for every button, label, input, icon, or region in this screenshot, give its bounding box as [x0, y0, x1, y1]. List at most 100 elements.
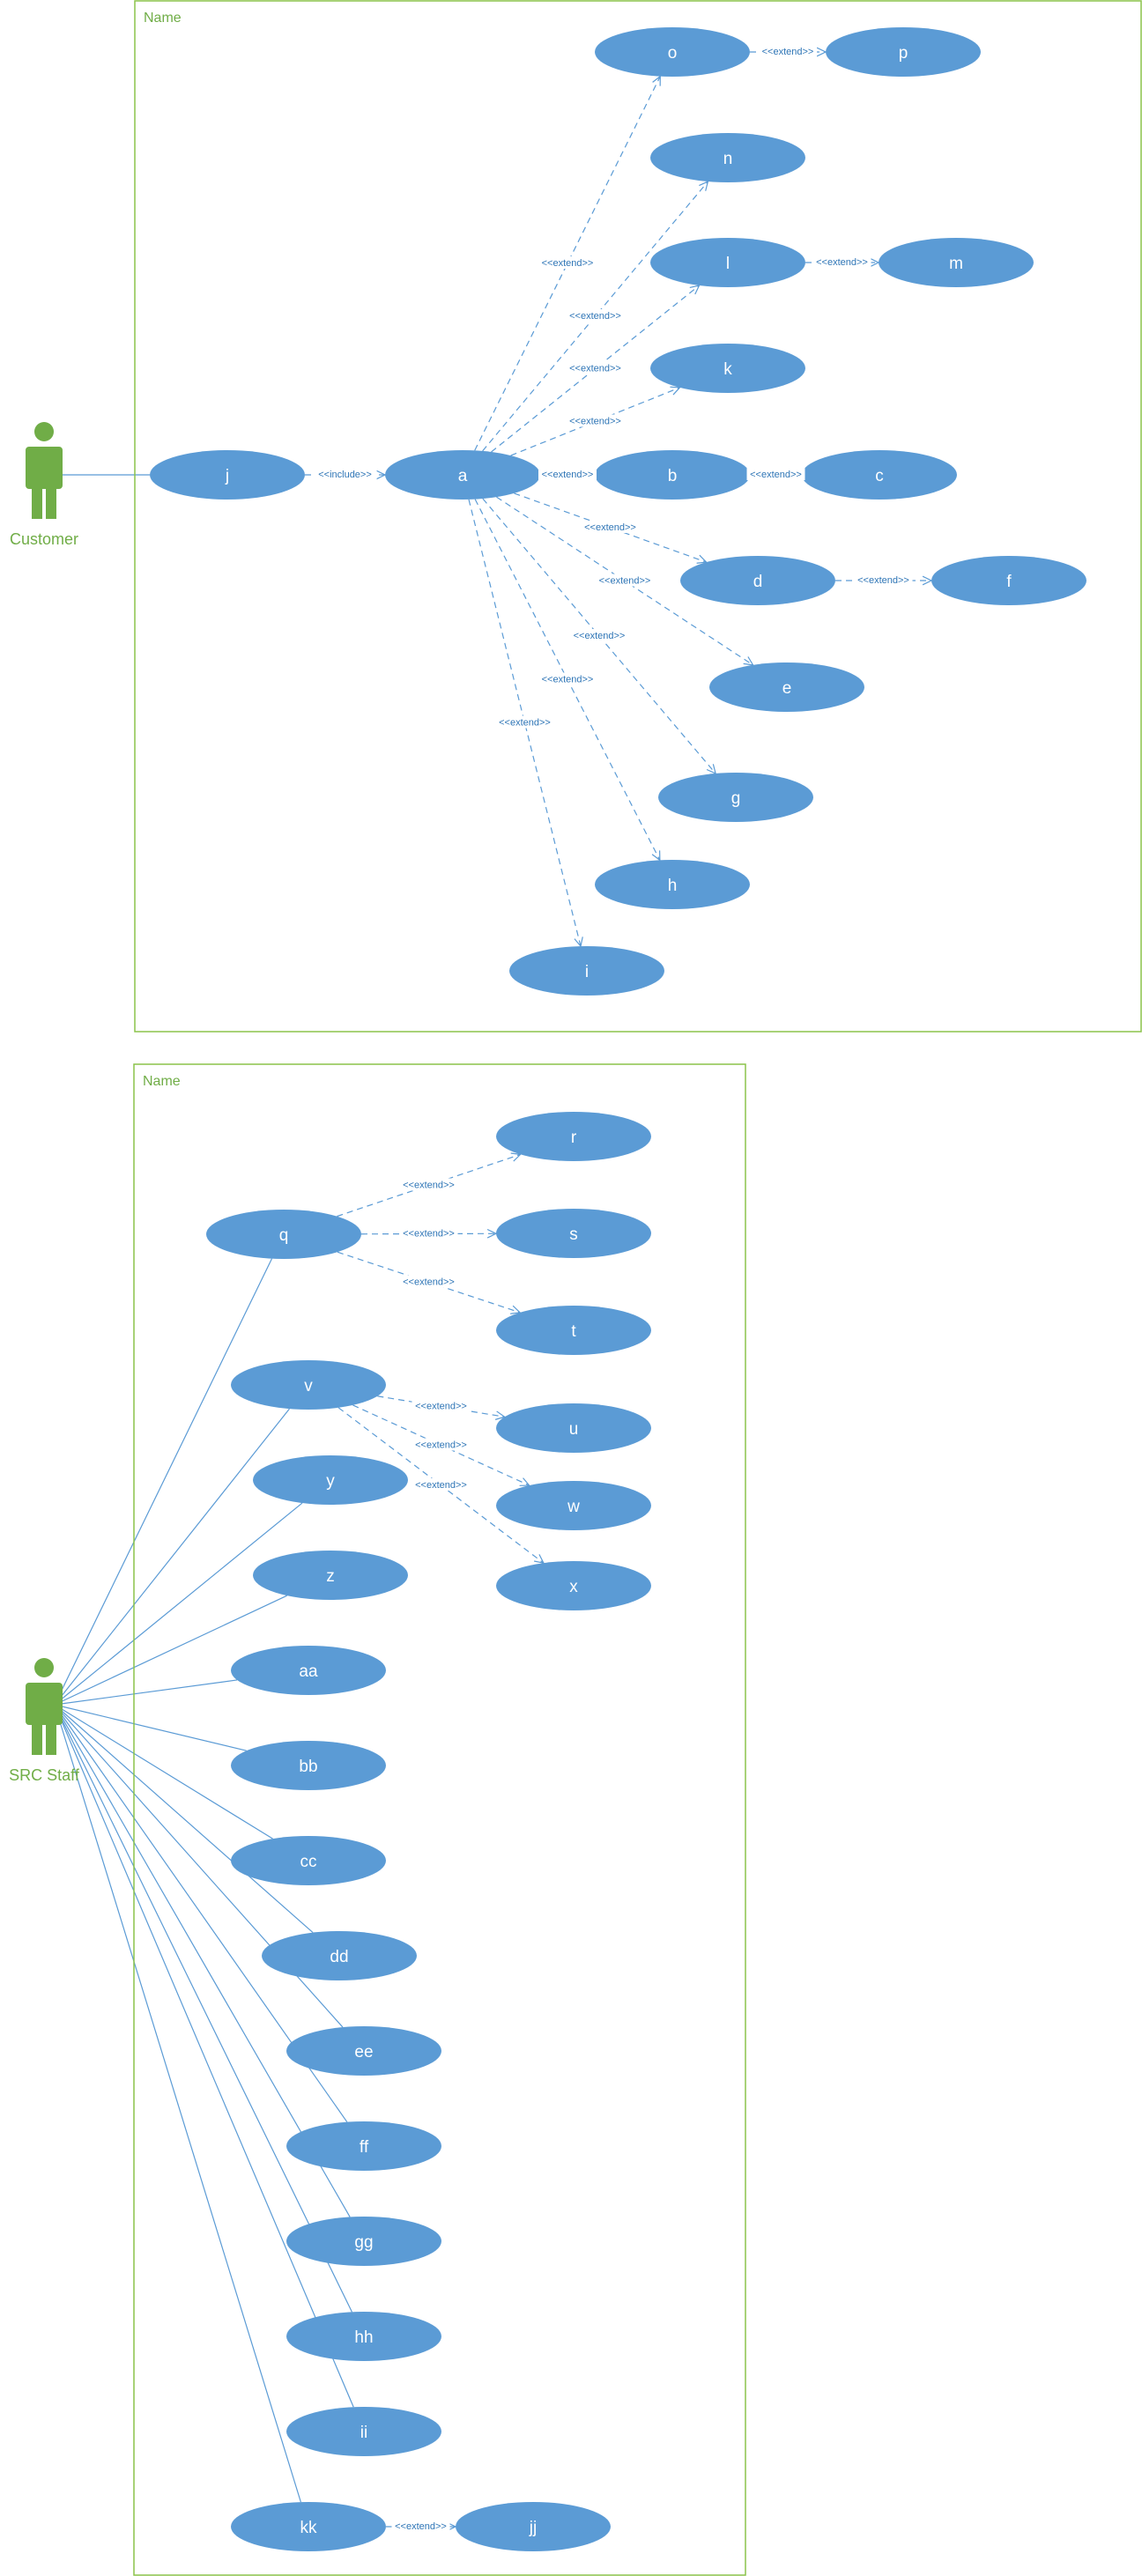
stereotype-label: <<extend>> [538, 672, 597, 685]
stereotype-label: <<extend>> [495, 715, 554, 729]
usecase-label: x [569, 1578, 578, 1596]
usecase-ellipse [231, 2502, 386, 2551]
usecase-ellipse [509, 946, 664, 996]
usecase-p[interactable]: p [826, 27, 981, 77]
usecase-d[interactable]: d [680, 556, 835, 605]
usecase-label: d [753, 573, 763, 591]
usecase-label: jj [529, 2519, 537, 2537]
usecase-jj[interactable]: jj [456, 2502, 611, 2551]
stereotype-label: <<extend>> [566, 414, 625, 427]
stereotype-label-text: <<extend>> [569, 417, 621, 427]
usecase-s[interactable]: s [496, 1209, 651, 1258]
usecase-e[interactable]: e [709, 663, 864, 712]
dependency-line [514, 492, 707, 563]
usecase-ellipse [650, 238, 805, 287]
usecase-ellipse [595, 450, 750, 500]
usecase-n[interactable]: n [650, 133, 805, 182]
usecase-a[interactable]: a [385, 450, 540, 500]
actor-label: Customer [10, 530, 78, 548]
association-line [54, 1595, 287, 1706]
actor-head-icon [34, 422, 54, 441]
usecase-g[interactable]: g [658, 773, 813, 822]
usecase-ellipse [456, 2502, 611, 2551]
association-line [54, 1704, 273, 1839]
usecase-ff[interactable]: ff [286, 2121, 441, 2171]
stereotype-label: <<extend>> [412, 1399, 471, 1412]
stereotype-label: <<extend>> [759, 45, 817, 57]
usecase-ellipse [286, 2312, 441, 2361]
stereotype-label-text: <<extend>> [762, 47, 814, 57]
usecase-t[interactable]: t [496, 1306, 651, 1355]
stereotype-label-bg [399, 1226, 458, 1240]
usecase-dd[interactable]: dd [262, 1931, 417, 1980]
stereotype-label-bg [313, 468, 377, 480]
stereotype-label-bg [566, 361, 625, 374]
usecase-label: g [731, 789, 741, 808]
usecase-ellipse [650, 344, 805, 393]
usecase-j[interactable]: j [150, 450, 305, 500]
usecase-ellipse [595, 27, 750, 77]
usecase-m[interactable]: m [879, 238, 1034, 287]
usecase-b[interactable]: b [595, 450, 750, 500]
usecase-r[interactable]: r [496, 1112, 651, 1161]
usecase-label: o [668, 44, 678, 63]
usecase-i[interactable]: i [509, 946, 664, 996]
usecase-z[interactable]: z [253, 1551, 408, 1600]
stereotype-label-bg [399, 1275, 458, 1288]
boundary-title: Name [144, 11, 182, 26]
usecase-ellipse [231, 1836, 386, 1885]
dependency-line [482, 181, 708, 452]
stereotype-label: <<extend>> [566, 309, 625, 322]
usecase-c[interactable]: c [802, 450, 957, 500]
usecase-ellipse [931, 556, 1086, 605]
dependency-line [468, 499, 582, 947]
usecase-aa[interactable]: aa [231, 1646, 386, 1695]
stereotype-label-text: <<extend>> [415, 1480, 467, 1491]
usecase-k[interactable]: k [650, 344, 805, 393]
stereotype-label-text: <<extend>> [584, 522, 636, 533]
usecase-l[interactable]: l [650, 238, 805, 287]
stereotype-label-bg [391, 2520, 450, 2532]
stereotype-label: <<extend>> [581, 521, 640, 533]
usecase-x[interactable]: x [496, 1561, 651, 1610]
usecase-w[interactable]: w [496, 1481, 651, 1530]
usecase-v[interactable]: v [231, 1360, 386, 1410]
usecase-cc[interactable]: cc [231, 1836, 386, 1885]
stereotype-label-text: <<extend>> [599, 576, 651, 587]
arrowhead [670, 386, 681, 396]
usecase-o[interactable]: o [595, 27, 750, 77]
association-line [54, 1679, 238, 1706]
usecase-ellipse [496, 1561, 651, 1610]
stereotype-label: <<extend>> [746, 468, 805, 480]
stereotype-label: <<extend>> [538, 256, 597, 269]
usecase-gg[interactable]: gg [286, 2217, 441, 2266]
usecase-h[interactable]: h [595, 860, 750, 909]
usecase-q[interactable]: q [206, 1210, 361, 1259]
stereotype-label-bg [854, 574, 913, 586]
usecase-f[interactable]: f [931, 556, 1086, 605]
usecase-label: f [1006, 573, 1012, 591]
association-line [54, 1704, 354, 2408]
association-line [54, 1704, 352, 2313]
stereotype-label-bg [759, 45, 817, 57]
stereotype-label-text: <<extend>> [542, 675, 594, 685]
stereotype-label: <<extend>> [538, 468, 597, 480]
usecase-ee[interactable]: ee [286, 2026, 441, 2076]
usecase-hh[interactable]: hh [286, 2312, 441, 2361]
usecase-label: v [304, 1377, 313, 1395]
usecase-ii[interactable]: ii [286, 2407, 441, 2456]
usecase-u[interactable]: u [496, 1403, 651, 1453]
usecase-y[interactable]: y [253, 1455, 408, 1505]
usecase-ellipse [231, 1646, 386, 1695]
usecase-ellipse [709, 663, 864, 712]
association-line [54, 1502, 303, 1706]
actor-leg-icon [46, 1721, 56, 1755]
actor-src-staff[interactable]: SRC Staff [9, 1658, 80, 1784]
actor-customer[interactable]: Customer [10, 422, 78, 548]
actor-leg-icon [32, 1721, 42, 1755]
usecase-ellipse [286, 2407, 441, 2456]
usecase-ellipse [385, 450, 540, 500]
usecase-kk[interactable]: kk [231, 2502, 386, 2551]
usecase-bb[interactable]: bb [231, 1741, 386, 1790]
stereotype-label-text: <<include>> [318, 470, 372, 480]
